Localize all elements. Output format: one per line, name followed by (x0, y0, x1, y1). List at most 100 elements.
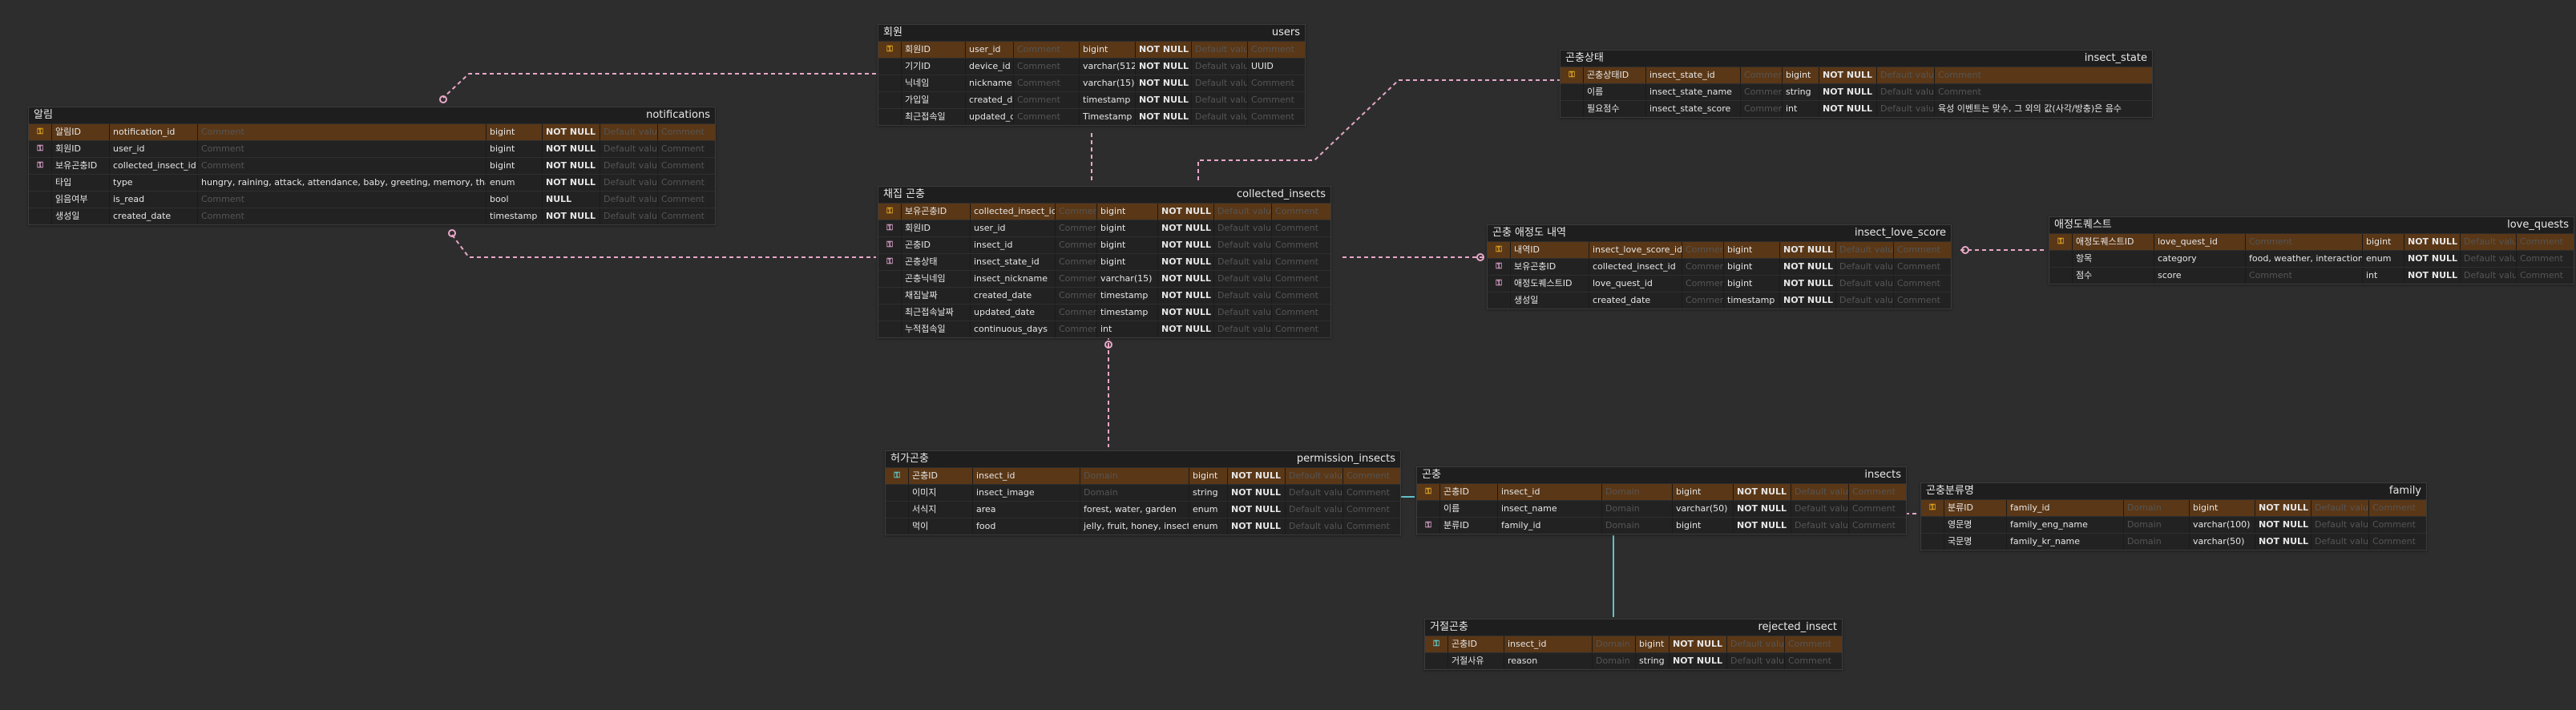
table-logical-name: 곤충분류명 (1926, 485, 1974, 497)
column-nn: NOT NULL (1733, 518, 1791, 534)
column-nn: NOT NULL (2404, 268, 2460, 284)
column-logical: 이미지 (908, 485, 972, 501)
column-def: Default value (600, 192, 657, 208)
column-type: varchar(15) (1079, 75, 1135, 91)
column-logical: 먹이 (908, 518, 972, 535)
column-note: Comment (1934, 67, 2152, 83)
column-def: Default value (1191, 42, 1247, 58)
column-note: Comment (1343, 518, 1400, 535)
column-physical: food (972, 518, 1080, 535)
column-nn: NOT NULL (1227, 485, 1285, 501)
column-row[interactable]: ⚿보유곤충IDcollected_insect_idCommentbigintN… (878, 203, 1330, 220)
column-logical: 영문명 (1944, 517, 2006, 533)
column-logical: 보유곤충ID (901, 204, 970, 220)
column-note: Comment (1271, 271, 1330, 287)
column-physical: family_id (1497, 518, 1601, 534)
rel-end-marker (1476, 253, 1484, 261)
column-row[interactable]: ⚿보유곤충IDcollected_insect_idCommentbigintN… (1488, 258, 1951, 275)
column-physical: family_kr_name (2006, 534, 2123, 550)
column-note: Comment (1848, 518, 1906, 534)
column-def: Default value (1213, 288, 1271, 304)
column-nn: NOT NULL (542, 208, 600, 224)
column-logical: 곤충ID (908, 468, 972, 484)
column-physical: insect_state_score (1645, 101, 1740, 117)
column-note: Comment (1247, 92, 1305, 108)
column-row[interactable]: 곤충닉네임insect_nicknameCommentvarchar(15)NO… (878, 270, 1330, 287)
column-logical: 타입 (51, 175, 109, 191)
column-nn: NOT NULL (1227, 502, 1285, 518)
column-note: Comment (1893, 292, 1951, 309)
column-comment: Comment (1055, 220, 1096, 236)
column-row[interactable]: ⚿내역IDinsect_love_score_idCommentbigintNO… (1488, 241, 1951, 258)
column-type: string (1782, 84, 1819, 100)
column-comment: Comment (1682, 242, 1723, 258)
column-physical: category (2154, 251, 2245, 267)
column-logical: 필요점수 (1583, 101, 1645, 117)
column-nn: NOT NULL (1819, 67, 1876, 83)
column-key-slot (886, 485, 908, 501)
column-note: Comment (2516, 268, 2574, 284)
column-type: bigint (1096, 220, 1157, 236)
column-physical: insect_love_score_id (1589, 242, 1682, 258)
column-type: enum (2362, 251, 2404, 267)
